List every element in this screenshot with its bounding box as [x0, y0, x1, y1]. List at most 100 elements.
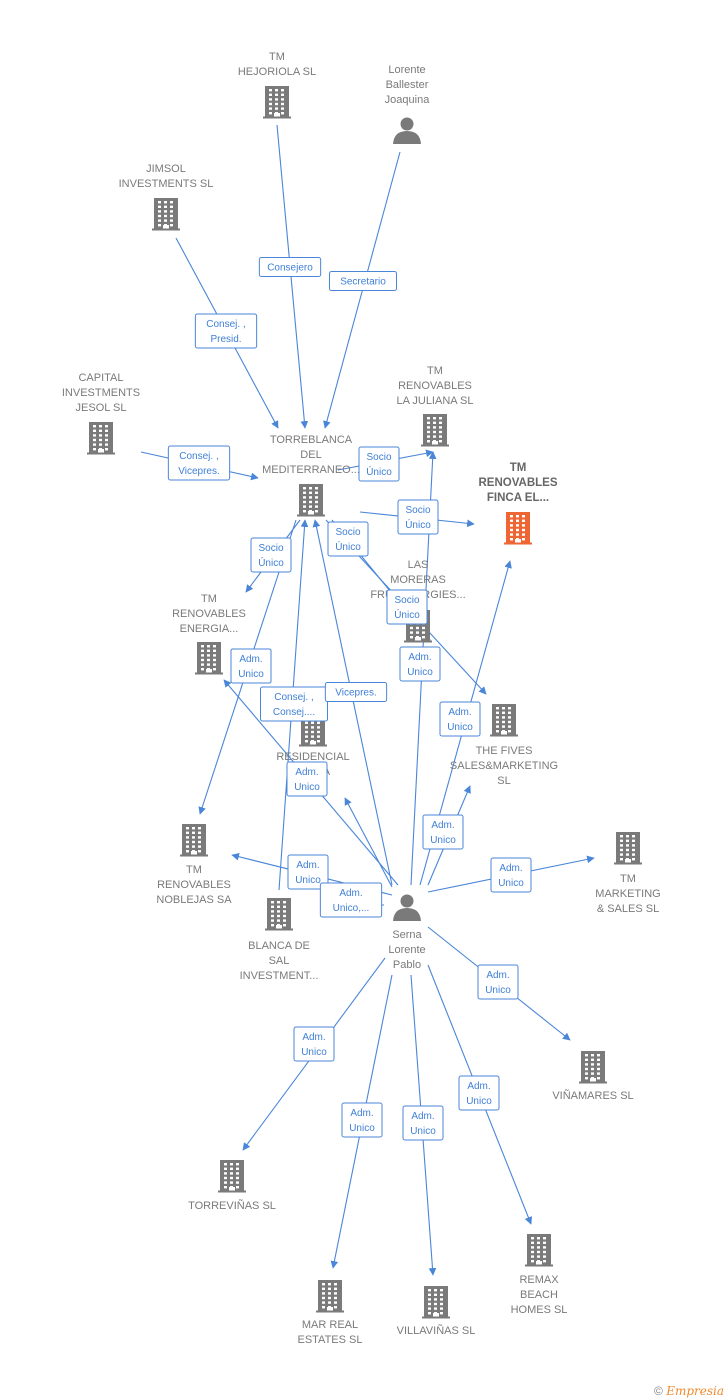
edge-label-text: Socio — [258, 543, 283, 554]
building-icon — [297, 484, 325, 517]
node-label: RENOVABLES — [172, 608, 246, 620]
node-torrevinas[interactable]: TORREVIÑAS SL — [188, 1160, 276, 1212]
edge-label-box — [341, 1102, 383, 1138]
node-label: RENOVABLES — [478, 477, 557, 489]
edge-label-text: Unico,... — [333, 903, 370, 914]
building-icon — [152, 198, 180, 231]
edge-label-box — [260, 686, 328, 722]
node-label: Lorente — [388, 64, 425, 76]
node-energia[interactable]: TM RENOVABLES ENERGIA... — [172, 593, 246, 675]
node-label: BLANCA DE — [248, 940, 310, 952]
edge-label[interactable]: Adm.Unico — [399, 646, 441, 682]
edge-label[interactable]: Consej. ,Presid. — [194, 313, 258, 349]
node-label: RENOVABLES — [157, 879, 231, 891]
edge-label-box — [194, 313, 258, 349]
edge-label-text: Unico — [301, 1047, 327, 1058]
edge-label[interactable]: Adm.Unico,... — [319, 882, 383, 918]
edge-label-text: Único — [258, 556, 284, 569]
edge-label-box — [293, 1026, 335, 1062]
edge-label[interactable]: Adm.Unico — [490, 857, 532, 893]
node-label: NOBLEJAS SA — [156, 894, 232, 906]
node-label: TM — [201, 593, 217, 605]
edge-label-text: Vicepres. — [178, 466, 220, 477]
node-label: THE FIVES — [476, 745, 533, 757]
node-label: MORERAS — [390, 574, 446, 586]
node-label: TM — [620, 873, 636, 885]
node-noblejas[interactable]: TM RENOVABLES NOBLEJAS SA — [156, 824, 232, 906]
edge-label-text: Único — [366, 465, 392, 478]
edge-label[interactable]: Consej. , Vicepres. — [167, 445, 231, 481]
edge-label-text: Socio — [405, 505, 430, 516]
node-label: HOMES SL — [511, 1304, 568, 1316]
building-icon — [422, 1286, 450, 1319]
edge-label-box — [386, 589, 428, 625]
edge-label-text: Consej. , — [179, 451, 218, 462]
edge-label[interactable]: Adm.Unico — [286, 761, 328, 797]
node-torreblanca[interactable]: TORREBLANCADELMEDITERRANEO... — [262, 434, 360, 517]
node-label: FINCA EL... — [487, 492, 549, 504]
edge-label-text: Socio — [335, 527, 360, 538]
node-blanca[interactable]: BLANCA DESALINVESTMENT... — [240, 898, 319, 982]
edge-label[interactable]: Adm.Unico — [341, 1102, 383, 1138]
edge-label[interactable]: Consej. ,Consej.... — [260, 686, 328, 722]
edge-label[interactable]: Adm.Unico — [230, 648, 272, 684]
edge-label[interactable]: Adm.Unico — [422, 814, 464, 850]
building-icon — [504, 512, 532, 545]
node-label: TM — [186, 864, 202, 876]
edge-label-box — [458, 1075, 500, 1111]
edge-label[interactable]: Secretario — [329, 271, 397, 291]
building-icon — [490, 704, 518, 737]
edge-label-text: Unico — [447, 722, 473, 733]
building-icon — [265, 898, 293, 931]
footer-brand[interactable]: © Empresia — [654, 1384, 724, 1398]
edge-label-text: Consejero — [267, 263, 313, 274]
node-label: Ballester — [386, 79, 429, 91]
node-label: INVESTMENT... — [240, 970, 319, 982]
node-label: BEACH — [520, 1289, 558, 1301]
edge-label-box — [399, 646, 441, 682]
edge-label[interactable]: Adm.Unico — [477, 964, 519, 1000]
building-icon — [87, 422, 115, 455]
edge-label[interactable]: Adm.Unico — [293, 1026, 335, 1062]
node-label: RESIDENCIAL — [276, 751, 349, 763]
node-label: VILLAVIÑAS SL — [397, 1324, 476, 1337]
edge-label-text: Vicepres. — [335, 688, 377, 699]
edge-label-text: Unico — [349, 1123, 375, 1134]
edge-label[interactable]: Consejero — [258, 257, 322, 277]
node-label: Lorente — [388, 944, 425, 956]
edge-label-text: Socio — [366, 452, 391, 463]
node-vinamares[interactable]: VIÑAMARES SL — [552, 1051, 634, 1102]
edge-label-text: Consej.... — [273, 707, 315, 718]
edge-label[interactable]: Adm.Unico — [458, 1075, 500, 1111]
edge-label[interactable]: Adm.Unico — [287, 854, 329, 890]
edge-serna-to-residencial — [344, 797, 393, 888]
edge-label-text: Adm. — [448, 707, 471, 718]
edge-label[interactable]: Vicepres. — [324, 682, 388, 702]
edge-label-text: Único — [394, 608, 420, 621]
node-villavinas[interactable]: VILLAVIÑAS SL — [397, 1286, 476, 1337]
edge-label-box — [258, 257, 322, 277]
edge-label-text: Unico — [430, 835, 456, 846]
edge-line — [312, 519, 393, 886]
node-label: ENERGIA... — [180, 623, 239, 635]
edge-label-box — [230, 648, 272, 684]
edge-label[interactable]: Adm.Unico — [402, 1105, 444, 1141]
edge-label[interactable]: Adm. Unico — [439, 701, 481, 737]
edge-label-text: Unico — [238, 669, 264, 680]
